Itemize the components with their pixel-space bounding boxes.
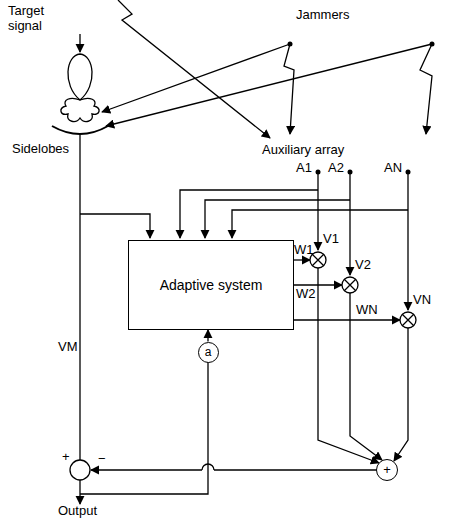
sum-wire bbox=[394, 328, 408, 461]
part-name: Sidelobes bbox=[12, 142, 69, 157]
weight-wire bbox=[290, 319, 400, 320]
weight-wire bbox=[290, 284, 342, 285]
part-name: Auxiliary array bbox=[262, 143, 344, 158]
signal-arrow bbox=[79, 34, 80, 52]
signal-name: V1 bbox=[323, 232, 339, 247]
summing-junction: + bbox=[376, 459, 398, 481]
process-box: Adaptive system bbox=[128, 240, 294, 330]
connector bbox=[207, 330, 208, 342]
main-channel-wire bbox=[79, 140, 80, 460]
output-name: Output bbox=[58, 504, 97, 519]
aux-wire bbox=[317, 172, 318, 250]
element-name: A2 bbox=[328, 161, 344, 176]
signal-name: V2 bbox=[355, 258, 371, 273]
element-name: AN bbox=[384, 161, 402, 176]
terminal bbox=[316, 170, 321, 175]
main-lobe bbox=[68, 54, 92, 100]
tap-wire bbox=[80, 214, 150, 238]
jammer-path bbox=[106, 44, 432, 126]
weight-name: W2 bbox=[296, 287, 316, 302]
sign-mark: − bbox=[98, 452, 106, 467]
weight-name: W1 bbox=[294, 243, 314, 258]
difference-wire bbox=[214, 469, 377, 470]
source-name: Jammers bbox=[296, 8, 349, 23]
sign-mark: + bbox=[62, 450, 70, 465]
jammer-path bbox=[102, 44, 290, 112]
jammer-path bbox=[420, 44, 432, 134]
signal-name: VM bbox=[58, 340, 78, 355]
signal-name: VN bbox=[413, 293, 431, 308]
terminal bbox=[348, 170, 353, 175]
callout-circle: a bbox=[198, 342, 219, 363]
difference-wire bbox=[91, 469, 202, 470]
sum-wire bbox=[318, 268, 379, 463]
jammer-dot bbox=[430, 42, 435, 47]
output-wire bbox=[79, 480, 80, 504]
signal-name: Target signal bbox=[8, 4, 68, 34]
tap-wire bbox=[232, 210, 408, 238]
feedback-wire bbox=[80, 362, 208, 494]
multiplier bbox=[342, 277, 358, 293]
subtractor bbox=[70, 460, 90, 480]
tap-wire bbox=[180, 190, 318, 238]
sum-wire bbox=[350, 293, 382, 460]
weight-name: WN bbox=[356, 303, 378, 318]
sidelobes-shape bbox=[61, 98, 99, 121]
aux-wire bbox=[407, 172, 408, 310]
aux-wire bbox=[349, 172, 350, 275]
node-text: Adaptive system bbox=[160, 277, 263, 294]
element-name: A1 bbox=[296, 161, 312, 176]
jammer-dot bbox=[288, 42, 293, 47]
node-text: a bbox=[205, 345, 212, 359]
antenna-dish bbox=[52, 126, 108, 134]
feed bbox=[79, 135, 80, 140]
jammer-path bbox=[284, 44, 294, 134]
multiplier bbox=[400, 312, 416, 328]
terminal bbox=[406, 170, 411, 175]
node-text: + bbox=[383, 462, 391, 478]
